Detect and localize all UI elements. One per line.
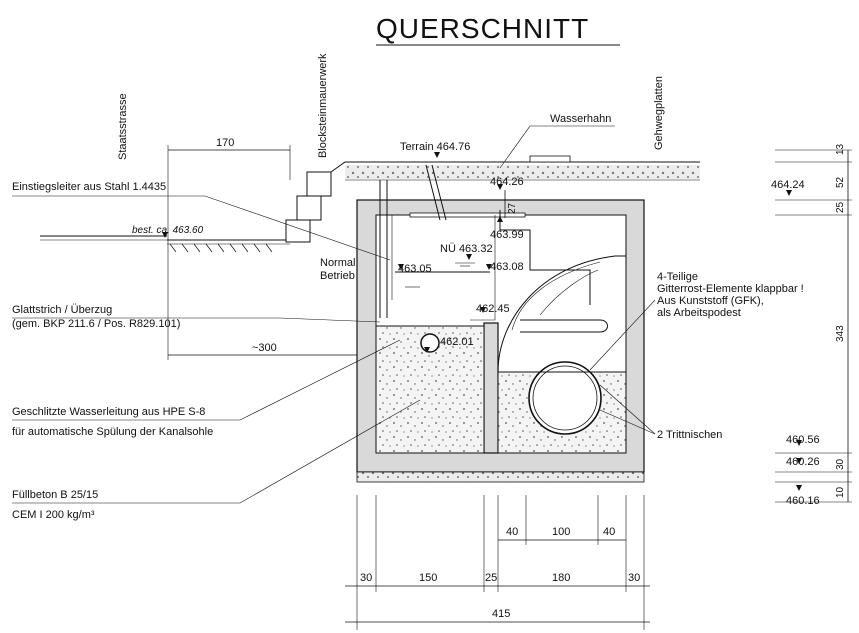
label-staatsstrasse: Staatsstrasse: [117, 93, 129, 160]
dim-170: 170: [216, 137, 234, 149]
label-blocksteinmauerwerk: Blocksteinmauerwerk: [317, 53, 329, 158]
dim-b150: 150: [419, 572, 437, 584]
dim-27: 27: [507, 202, 518, 214]
dimension-170: [167, 145, 291, 250]
elevation-markers: [162, 152, 802, 491]
elev-terrain: Terrain 464.76: [400, 141, 470, 153]
annot-gitterrost-3: Aus Kunststoff (GFK),: [657, 295, 764, 307]
annot-fuellbeton-1: Füllbeton B 25/15: [12, 489, 98, 501]
annot-gitterrost-1: 4-Teilige: [657, 271, 698, 283]
dim-b25: 25: [485, 572, 497, 584]
dim-b100: 100: [552, 526, 570, 538]
elev-46308: 463.08: [490, 261, 524, 273]
dim-300: ~300: [252, 342, 277, 354]
annot-einstiegsleiter: Einstiegsleiter aus Stahl 1.4435: [12, 181, 166, 193]
annot-wasserleitung-2: für automatische Spülung der Kanalsohle: [12, 426, 213, 438]
annot-wasserleitung-1: Geschlitzte Wasserleitung aus HPE S-8: [12, 406, 205, 418]
dim-b40a: 40: [506, 526, 518, 538]
dim-r52: 52: [835, 176, 846, 188]
annot-glattstrich-2: (gem. BKP 211.6 / Pos. R829.101): [12, 318, 180, 330]
grating-platform: [497, 255, 627, 373]
annot-normal-2: Betrieb: [320, 270, 355, 282]
elev-46305: 463.05: [398, 263, 432, 275]
ground-left: [40, 235, 290, 253]
sewer-pipe: [528, 361, 602, 435]
annot-trittnischen: 2 Trittnischen: [657, 429, 722, 441]
dim-r10: 10: [835, 486, 846, 498]
annot-normal-1: Normal: [320, 257, 355, 269]
elev-46399: 463.99: [490, 229, 524, 241]
elev-46424: 464.24: [771, 179, 805, 191]
water-levels: [395, 262, 490, 288]
dim-r343: 343: [835, 325, 846, 342]
dim-r30: 30: [835, 458, 846, 470]
elev-46026: 460.26: [786, 456, 820, 468]
dimension-chain-right: [775, 149, 852, 503]
dim-r13: 13: [835, 143, 846, 155]
annot-wasserhahn: Wasserhahn: [550, 113, 611, 125]
dim-b40b: 40: [603, 526, 615, 538]
dim-b30a: 30: [360, 572, 372, 584]
dim-b30b: 30: [628, 572, 640, 584]
annot-gitterrost-4: als Arbeitspodest: [657, 307, 741, 319]
dim-r25: 25: [835, 201, 846, 213]
annot-glattstrich-1: Glattstrich / Überzug: [12, 304, 112, 316]
annot-gitterrost-2: Gitterrost-Elemente klappbar !: [657, 283, 804, 295]
dimension-300: [167, 250, 358, 360]
dim-b415: 415: [492, 608, 510, 620]
elev-46016: 460.16: [786, 495, 820, 507]
dimension-chain-bottom: [345, 495, 650, 630]
annot-fuellbeton-2: CEM I 200 kg/m³: [12, 509, 95, 521]
elev-46426: 464.26: [490, 176, 524, 188]
steel-ladder: [379, 180, 393, 318]
dim-b180: 180: [552, 572, 570, 584]
elev-46245: 462.45: [476, 303, 510, 315]
page-title: QUERSCHNITT: [376, 13, 589, 44]
elev-nu: NÜ 463.32: [440, 243, 493, 255]
ground-top: [330, 155, 700, 181]
elev-46201: 462.01: [440, 336, 474, 348]
blockstone-wall: [285, 171, 332, 243]
elev-46056: 460.56: [786, 434, 820, 446]
label-gehwegplatten: Gehwegplatten: [653, 76, 665, 150]
